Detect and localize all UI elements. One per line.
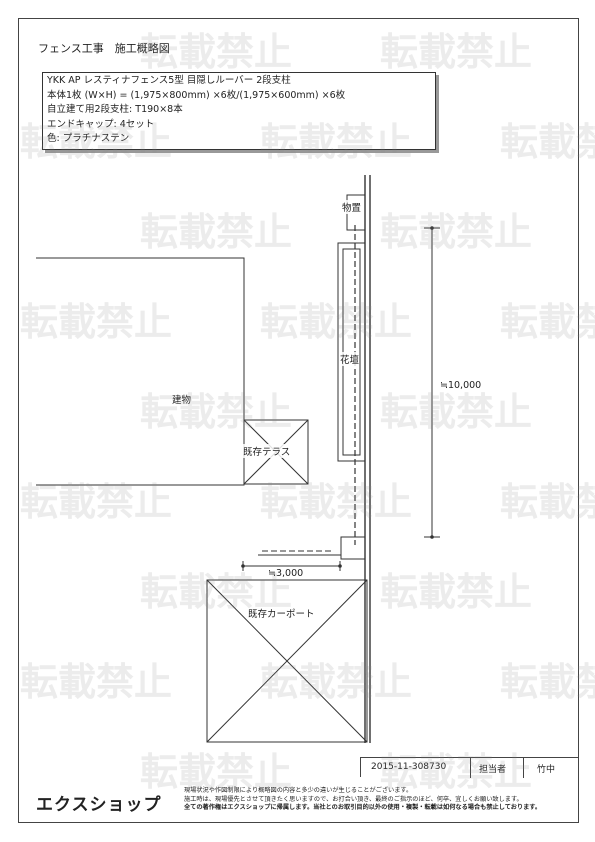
dim-horizontal-label: ≒3,000 bbox=[268, 568, 304, 579]
gate-rect bbox=[340, 536, 366, 560]
spec-line: 本体1枚 (W×H) = (1,975×800mm) ×6枚/(1,975×60… bbox=[47, 89, 346, 101]
spec-line: 色: プラチナステン bbox=[47, 133, 130, 144]
note-line: 施工時は、現場優先とさせて頂きたく思いますので、お打合い頂き、最終のご指示のほど… bbox=[184, 795, 523, 803]
person-name: 竹中 bbox=[537, 765, 556, 775]
dim-horizontal-dot-left bbox=[241, 564, 245, 568]
dim-vertical-dot-top bbox=[430, 226, 434, 230]
page-title: フェンス工事 施工概略図 bbox=[38, 42, 170, 55]
terrace-label: 既存テラス bbox=[243, 444, 291, 458]
building-outline bbox=[36, 257, 245, 486]
carport-rect bbox=[206, 579, 368, 743]
flowerbed-outer bbox=[337, 242, 366, 462]
dim-vertical-dot-bottom bbox=[430, 535, 434, 539]
spec-box: YKK AP レスティナフェンス5型 目隠しルーバー 2段支柱 本体1枚 (W×… bbox=[42, 72, 436, 150]
building-label: 建物 bbox=[172, 392, 192, 406]
flowerbed-label: 花壇 bbox=[340, 352, 360, 366]
drawing-number: 2015-11-308730 bbox=[371, 762, 447, 772]
footer-notes: 現場状況や作図制限により概略図の内容と多少の違いが生じることがございます。 施工… bbox=[184, 787, 564, 813]
dim-horizontal-dot-right bbox=[338, 564, 342, 568]
storage-label: 物置 bbox=[342, 200, 362, 214]
spec-line: YKK AP レスティナフェンス5型 目隠しルーバー 2段支柱 bbox=[47, 75, 291, 86]
dim-vertical-label: ≒10,000 bbox=[440, 380, 482, 391]
title-block: 2015-11-308730 担当者 竹中 bbox=[360, 757, 579, 778]
spec-line: エンドキャップ: 4セット bbox=[47, 118, 155, 130]
drawing-frame bbox=[18, 18, 579, 823]
note-line: 現場状況や作図制限により概略図の内容と多少の違いが生じることがございます。 bbox=[184, 787, 413, 794]
note-line: 全ての著作権はエクスショップに帰属します。当社とのお取引目的以外の使用・複製・転… bbox=[184, 804, 542, 812]
spec-line: 自立建て用2段支柱: T190×8本 bbox=[47, 104, 183, 115]
person-label: 担当者 bbox=[479, 765, 507, 775]
exshop-logo: エクスショップ bbox=[36, 795, 162, 815]
carport-label: 既存カーポート bbox=[248, 606, 315, 620]
carport-cross-2 bbox=[206, 579, 368, 743]
